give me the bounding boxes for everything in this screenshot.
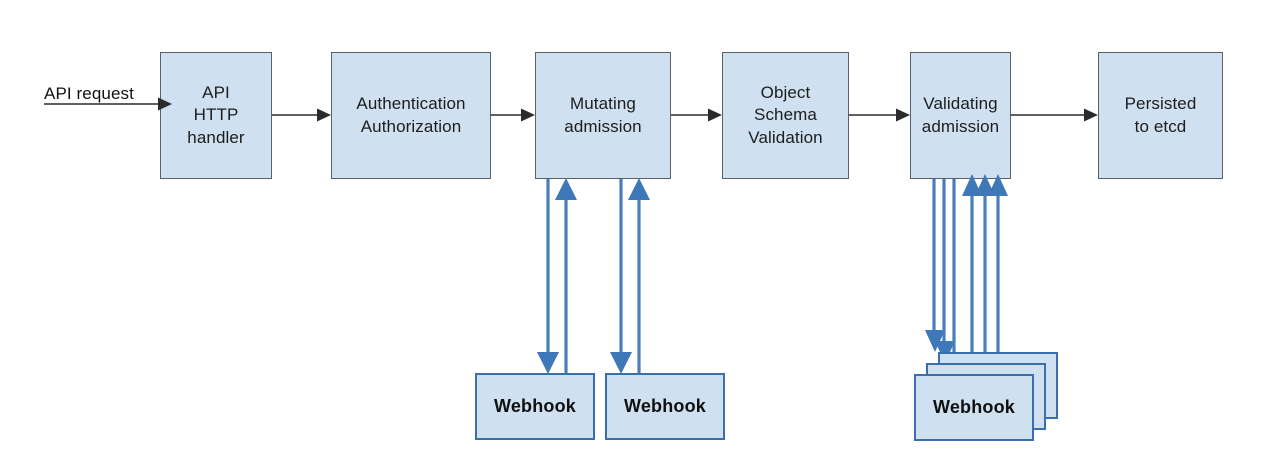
arrow-webhook-2-to-mutating — [628, 178, 650, 374]
arrow-webhook-stack-3-to-validating — [988, 174, 1008, 352]
node-line: admission — [921, 116, 1000, 136]
webhook-label: Webhook — [623, 396, 707, 416]
node-mutating-admission[interactable]: Mutating admission — [535, 52, 671, 179]
arrow-webhook-stack-2-to-validating — [975, 174, 995, 363]
node-api-http-handler[interactable]: API HTTP handler — [160, 52, 272, 179]
webhook-box-validating-1[interactable]: Webhook — [914, 374, 1034, 441]
arrow-mutating-to-webhook-1 — [537, 179, 559, 374]
node-line: Validation — [748, 127, 823, 147]
webhook-box-mutating-2[interactable]: Webhook — [605, 373, 725, 440]
node-line: Persisted — [1124, 94, 1197, 114]
arrow-validating-to-webhook-stack-3 — [925, 179, 945, 352]
arrow-entry-to-api-handler — [44, 97, 172, 111]
arrow-mutating-to-webhook-2 — [610, 179, 632, 374]
arrow-object-schema-to-validating — [849, 108, 910, 122]
node-line: handler — [187, 127, 245, 147]
arrow-validating-to-persisted — [1011, 108, 1098, 122]
node-object-schema-validation[interactable]: Object Schema Validation — [722, 52, 849, 179]
node-line: admission — [564, 116, 642, 136]
node-validating-admission[interactable]: Validating admission — [910, 52, 1011, 179]
node-line: Object — [760, 83, 811, 103]
webhook-label: Webhook — [932, 397, 1016, 417]
node-line: Authorization — [360, 116, 462, 136]
node-line: Validating — [923, 94, 998, 114]
node-line: to etcd — [1134, 116, 1187, 136]
node-line: API — [202, 83, 230, 103]
node-authentication-authorization[interactable]: Authentication Authorization — [331, 52, 491, 179]
arrow-mutating-to-object-schema — [671, 108, 722, 122]
node-line: HTTP — [193, 105, 239, 125]
arrow-webhook-1-to-mutating — [555, 178, 577, 374]
arrow-webhook-stack-1-to-validating — [962, 174, 982, 374]
arrow-authn-to-mutating — [491, 108, 535, 122]
node-persisted-to-etcd[interactable]: Persisted to etcd — [1098, 52, 1223, 179]
node-line: Schema — [754, 105, 817, 125]
webhook-box-mutating-1[interactable]: Webhook — [475, 373, 595, 440]
node-line: Mutating — [569, 94, 636, 114]
arrow-handler-to-authn — [272, 108, 331, 122]
entry-label-api-request: API request — [44, 84, 134, 103]
webhook-label: Webhook — [493, 396, 577, 416]
node-line: Authentication — [356, 94, 466, 114]
